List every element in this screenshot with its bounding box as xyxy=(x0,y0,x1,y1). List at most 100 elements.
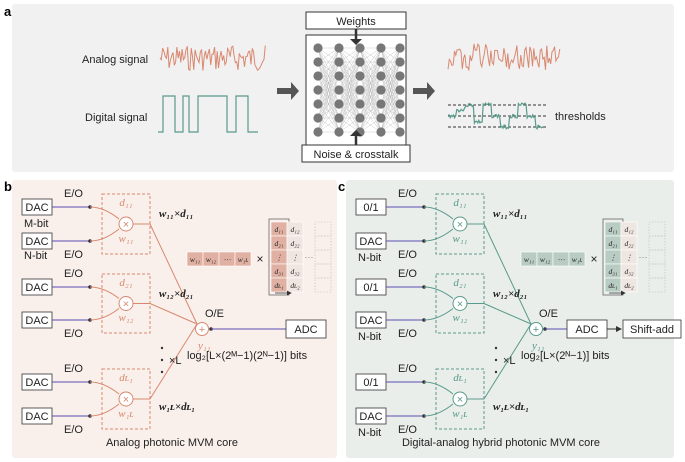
optical-path xyxy=(483,323,532,400)
neuron-node xyxy=(334,99,344,109)
neuron-node xyxy=(376,99,386,109)
svg-text:dʟ₁: dʟ₁ xyxy=(274,281,284,290)
svg-text:⋮: ⋮ xyxy=(275,253,283,262)
source-label: DAC xyxy=(359,236,382,248)
digital-output-waveform xyxy=(447,101,545,130)
svg-text:×: × xyxy=(590,252,597,266)
svg-text:d₃₁: d₃₁ xyxy=(275,267,284,276)
eo-label: E/O xyxy=(64,328,83,340)
weight-vector-cell xyxy=(234,251,252,267)
svg-text:d₁₁: d₁₁ xyxy=(609,225,618,234)
product-label: w₁₂×d₂₁ xyxy=(159,288,193,300)
weight-symbol: w₁ʟ xyxy=(118,408,133,420)
neuron-node xyxy=(355,57,365,67)
eo-label: E/O xyxy=(398,249,417,261)
weight-symbol: w₁₂ xyxy=(119,312,134,324)
panel-b-label: b xyxy=(4,179,12,194)
neuron-node xyxy=(313,127,323,137)
shift-add-box xyxy=(622,319,682,339)
neuron-node xyxy=(395,71,405,81)
hybrid-mvm-core: 0/1DACE/OE/ON-bit×d₁₁w₁₁w₁₁×d₁₁0/1DACE/O… xyxy=(355,188,682,449)
svg-text:d₃₂: d₃₂ xyxy=(291,267,300,276)
panel-c-label: c xyxy=(338,179,345,194)
svg-text:⋯: ⋯ xyxy=(557,255,565,264)
svg-text:w₁₂: w₁₂ xyxy=(540,255,551,264)
adc-box xyxy=(285,319,327,339)
summation-node xyxy=(529,322,543,336)
source-label: DAC xyxy=(25,282,48,294)
optical-path xyxy=(149,223,198,325)
analog-signal-label: Analog signal xyxy=(82,54,148,66)
weight-symbol: w₁₂ xyxy=(453,312,468,324)
data-symbol: dʟ₁ xyxy=(119,372,133,384)
svg-text:×: × xyxy=(457,219,463,231)
neuron-node xyxy=(334,43,344,53)
eo-label: E/O xyxy=(64,424,83,436)
panel-c-background xyxy=(346,180,674,458)
oe-label: O/E xyxy=(205,308,224,320)
panel-a-label: a xyxy=(4,4,12,19)
svg-text:w₁₂: w₁₂ xyxy=(206,255,217,264)
eo-label: E/O xyxy=(398,424,417,436)
eo-label: E/O xyxy=(398,188,417,200)
eo-label: E/O xyxy=(64,268,83,280)
neuron-node xyxy=(395,85,405,95)
shift-add-label: Shift-add xyxy=(630,324,674,336)
summation-node xyxy=(195,322,209,336)
svg-text:dʟ₂: dʟ₂ xyxy=(624,281,634,290)
optical-path xyxy=(149,303,198,325)
svg-text:×: × xyxy=(123,394,129,406)
svg-text:dʟ₂: dʟ₂ xyxy=(290,281,300,290)
weights-label: Weights xyxy=(336,16,376,28)
source-label: DAC xyxy=(359,315,382,327)
nbit-label: N-bit xyxy=(358,252,381,264)
svg-text:⋯: ⋯ xyxy=(223,255,231,264)
neuron-node xyxy=(395,99,405,109)
output-symbol: y₁₁ xyxy=(531,340,545,352)
source-label: 0/1 xyxy=(363,282,378,294)
neuron-node xyxy=(313,71,323,81)
analog-output-waveform xyxy=(447,42,561,72)
neuron-node xyxy=(334,127,344,137)
neuron-node xyxy=(334,57,344,67)
digital-input-waveform xyxy=(158,95,258,133)
core-caption: Digital-analog hybrid photonic MVM core xyxy=(402,437,600,449)
neuron-node xyxy=(395,43,405,53)
product-label: w₁₂×d₂₁ xyxy=(493,288,527,300)
data-symbol: d₂₁ xyxy=(453,277,466,289)
svg-text:⋮: ⋮ xyxy=(291,253,299,262)
eo-label: E/O xyxy=(398,328,417,340)
svg-text:d₂₁: d₂₁ xyxy=(609,239,618,248)
svg-text:d₃₁: d₃₁ xyxy=(609,267,618,276)
eo-label: E/O xyxy=(398,268,417,280)
svg-text:w₁ʟ: w₁ʟ xyxy=(238,255,249,264)
svg-text:d₁₂: d₁₂ xyxy=(625,225,634,234)
source-label: 0/1 xyxy=(363,377,378,389)
svg-text:d₁₁: d₁₁ xyxy=(275,225,284,234)
svg-text:×: × xyxy=(123,299,129,311)
neuron-node xyxy=(313,113,323,123)
eo-label: E/O xyxy=(64,188,83,200)
source-label: DAC xyxy=(25,411,48,423)
neural-network-graph xyxy=(313,43,405,137)
svg-text:⋮: ⋮ xyxy=(609,253,617,262)
svg-text:w₁ʟ: w₁ʟ xyxy=(572,255,583,264)
svg-text:+: + xyxy=(199,324,205,336)
svg-text:d₂₁: d₂₁ xyxy=(275,239,284,248)
source-label: DAC xyxy=(25,377,48,389)
digital-signal-label: Digital signal xyxy=(85,112,147,124)
bits-label: log₂[L×(2ᴺ−1)] bits xyxy=(521,350,610,362)
neuron-node xyxy=(376,43,386,53)
svg-text:×: × xyxy=(256,252,263,266)
source-label: DAC xyxy=(25,315,48,327)
svg-text:w₁₁: w₁₁ xyxy=(524,255,535,264)
core-caption: Analog photonic MVM core xyxy=(106,437,238,449)
neuron-node xyxy=(313,43,323,53)
svg-text:d₃₂: d₃₂ xyxy=(625,267,634,276)
eo-label: E/O xyxy=(64,363,83,375)
svg-text:d₁₂: d₁₂ xyxy=(291,225,300,234)
neuron-node xyxy=(334,113,344,123)
xl-label: ×L xyxy=(503,355,516,367)
thresholds-label: thresholds xyxy=(555,111,606,123)
neuron-node xyxy=(355,99,365,109)
